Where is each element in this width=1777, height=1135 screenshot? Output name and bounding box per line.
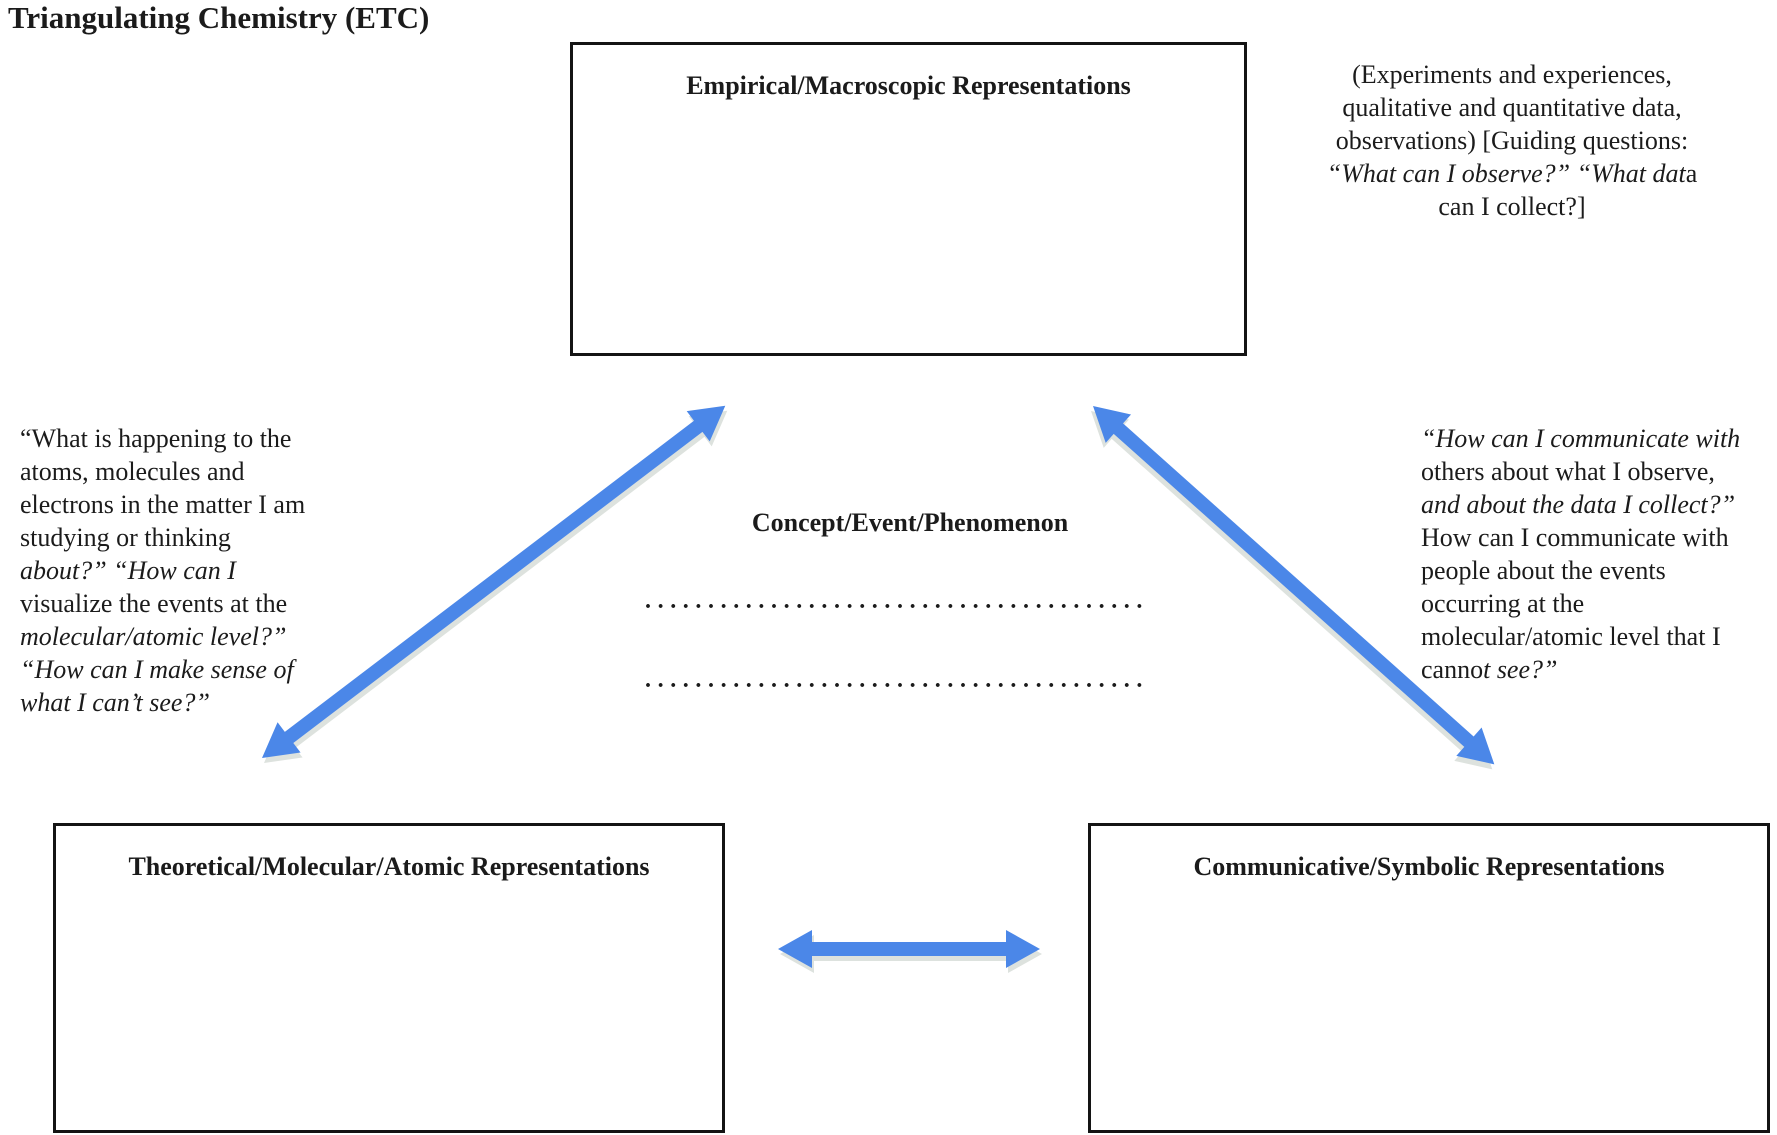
empirical-note: (Experiments and experiences,qualitative… bbox=[1326, 60, 1698, 221]
dotted-line-1: ........................................ bbox=[645, 589, 1149, 614]
empirical-box-title: Empirical/Macroscopic Representations bbox=[686, 71, 1131, 100]
center-label: Concept/Event/Phenomenon bbox=[751, 508, 1069, 537]
arrow-body bbox=[778, 930, 1040, 968]
theoretical-box: Theoretical/Molecular/Atomic Representat… bbox=[53, 823, 725, 1133]
page-title: Triangulating Chemistry (ETC) bbox=[8, 0, 430, 35]
empirical-box: Empirical/Macroscopic Representations bbox=[570, 42, 1247, 356]
arrow-shadow bbox=[780, 935, 1042, 973]
dotted-line-2: ........................................ bbox=[645, 668, 1149, 693]
theoretical-box-title: Theoretical/Molecular/Atomic Representat… bbox=[128, 852, 650, 881]
communicative-box-title: Communicative/Symbolic Representations bbox=[1193, 852, 1665, 881]
communicative-box: Communicative/Symbolic Representations bbox=[1088, 823, 1770, 1133]
arrow-theoretical-communicative bbox=[778, 930, 1042, 973]
